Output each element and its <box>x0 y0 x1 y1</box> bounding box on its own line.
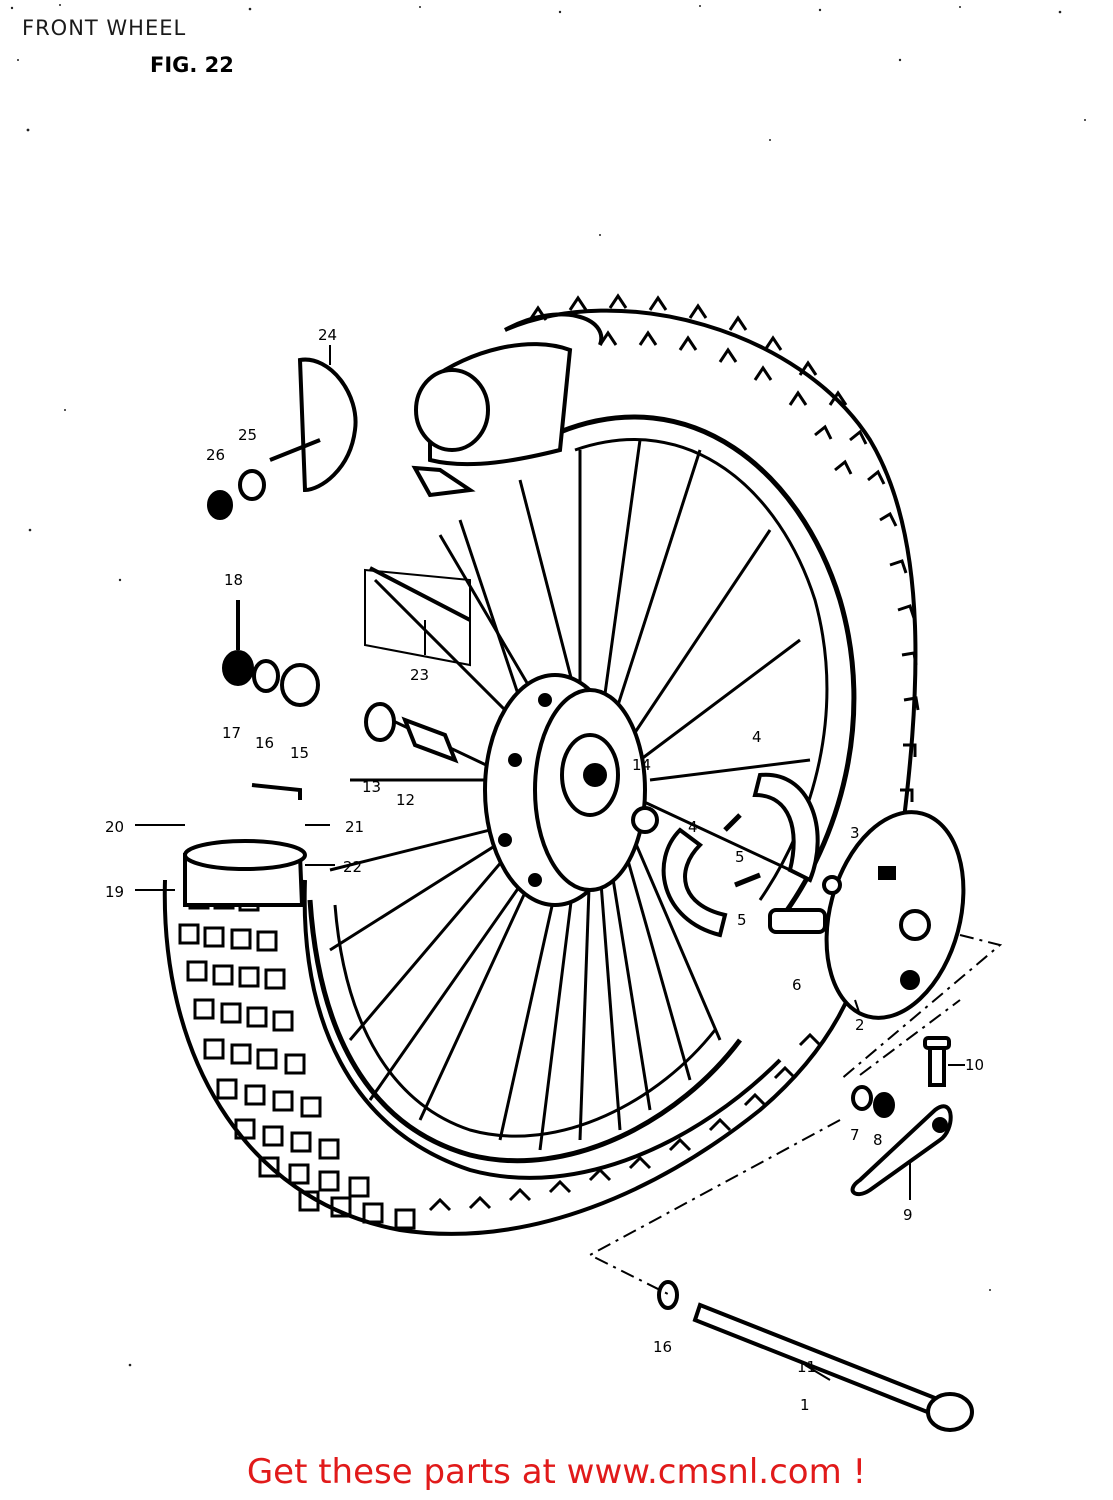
callout-25: 25 <box>238 426 257 444</box>
axle-assembly <box>657 1280 974 1432</box>
callout-18: 18 <box>224 571 243 589</box>
spoke-set-bracket <box>364 566 471 667</box>
wheel-hub <box>483 673 647 907</box>
callout-16a: 16 <box>255 734 274 752</box>
callout-13: 13 <box>362 778 381 796</box>
callout-23: 23 <box>410 666 429 684</box>
figure-number: FIG. 22 <box>150 53 234 77</box>
brake-cam <box>768 908 827 934</box>
tire-tread <box>178 293 920 1230</box>
brake-shoes <box>631 772 820 938</box>
callout-labels: 1 2 3 4 4 5 5 6 7 8 9 10 11 12 13 14 15 … <box>105 326 984 1414</box>
callout-21: 21 <box>345 818 364 836</box>
callout-22: 22 <box>343 858 362 876</box>
callout-17: 17 <box>222 724 241 742</box>
brake-panel <box>822 810 966 1020</box>
callout-5b: 5 <box>737 911 747 929</box>
parts-store-link[interactable]: Get these parts at www.cmsnl.com ! <box>246 1452 867 1492</box>
scan-noise <box>10 4 1086 1367</box>
leader-lines <box>135 345 965 1381</box>
callout-5a: 5 <box>735 848 745 866</box>
callout-19: 19 <box>105 883 124 901</box>
inner-tube <box>183 342 573 907</box>
callout-12: 12 <box>396 791 415 809</box>
callout-10: 10 <box>965 1056 984 1074</box>
callout-11: 11 <box>797 1358 816 1376</box>
callout-20: 20 <box>105 818 124 836</box>
callout-1: 1 <box>800 1396 810 1414</box>
tire <box>162 308 918 1236</box>
callout-7: 7 <box>850 1126 860 1144</box>
diagram-header-title: FRONT WHEEL <box>22 16 187 40</box>
callout-2: 2 <box>855 1016 865 1034</box>
callout-15: 15 <box>290 744 309 762</box>
callout-16b: 16 <box>653 1338 672 1356</box>
rim-lock-assembly <box>207 357 358 520</box>
assembly-guides <box>587 934 1003 1296</box>
brake-arm-assembly <box>850 1036 953 1197</box>
callout-9: 9 <box>903 1206 913 1224</box>
brake-springs <box>723 813 761 888</box>
callout-24: 24 <box>318 326 337 344</box>
rim <box>307 414 857 1164</box>
callout-8: 8 <box>873 1131 883 1149</box>
callout-4b: 4 <box>688 818 698 836</box>
callout-26: 26 <box>206 446 225 464</box>
callout-6: 6 <box>792 976 802 994</box>
callout-14: 14 <box>632 756 651 774</box>
callout-3: 3 <box>850 824 860 842</box>
left-hub-parts <box>222 600 459 764</box>
callout-4a: 4 <box>752 728 762 746</box>
